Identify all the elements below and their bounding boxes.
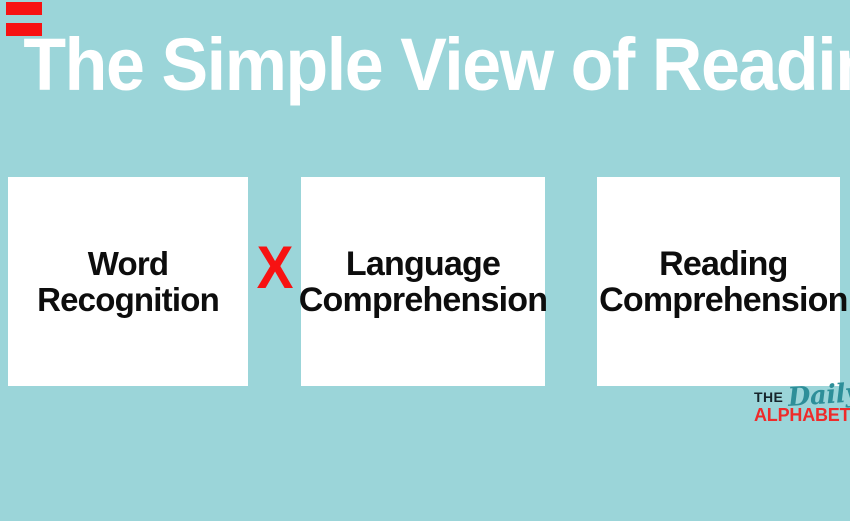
multiply-operator-icon: X	[256, 234, 294, 301]
equals-bar-top	[6, 2, 42, 15]
equals-operator-icon	[0, 0, 48, 38]
equation-box-language-comprehension-label: Language Comprehension	[298, 244, 548, 319]
equation-box-word-recognition-label: Word Recognition	[37, 244, 220, 318]
page-title: The Simple View of Reading	[23, 23, 850, 106]
equation-box-word-recognition-line1: Word	[87, 244, 169, 282]
logo-word-the: THE	[754, 389, 784, 405]
equation-box-language-comprehension: Language Comprehension	[298, 177, 548, 386]
equation-box-word-recognition: Word Recognition	[8, 177, 248, 386]
equation-box-word-recognition-line2: Recognition	[37, 280, 220, 318]
equation-box-reading-comprehension-label: Reading Comprehension	[599, 244, 848, 319]
equation-box-reading-comprehension-line1: Reading	[659, 244, 788, 283]
equation-box-language-comprehension-line2: Comprehension	[298, 280, 548, 319]
logo-word-alphabet: ALPHABET	[754, 405, 850, 425]
equals-bar-bottom	[6, 23, 42, 36]
equation-box-language-comprehension-line1: Language	[345, 244, 501, 283]
equation-box-reading-comprehension-line2: Comprehension	[599, 280, 848, 319]
equation-box-reading-comprehension: Reading Comprehension	[597, 177, 848, 386]
brand-logo: THE Daily ALPHABET	[752, 378, 850, 432]
